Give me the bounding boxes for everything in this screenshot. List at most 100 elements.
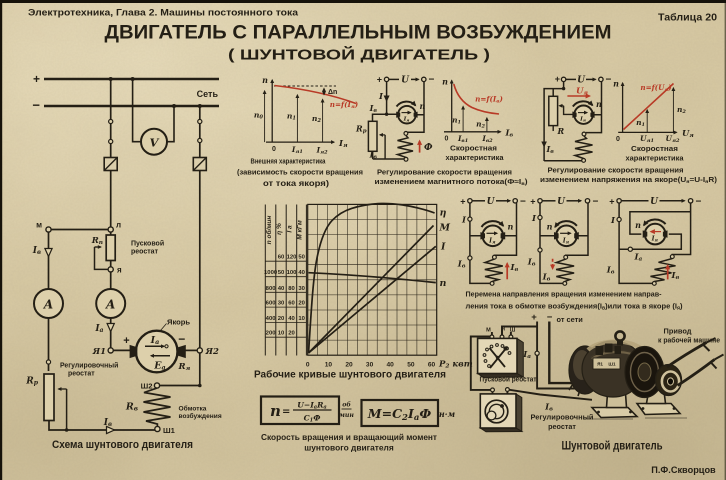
- label-Iya-inner: Iя: [651, 236, 659, 243]
- field-winding-slanted: [650, 257, 676, 283]
- junction-dot: [384, 112, 389, 116]
- node-Sh2: [153, 382, 161, 389]
- reversal-caption-2: ления тока в обмотке возбуждения(Iв)или …: [466, 301, 683, 311]
- terminal: [489, 280, 495, 286]
- signature: П.Ф.Скворцов: [651, 465, 716, 475]
- title-1: Скоростная: [450, 144, 497, 153]
- connector: [467, 255, 473, 261]
- voltmeter-label: V: [150, 136, 160, 150]
- label-Iv-red: Iв: [510, 263, 519, 273]
- label-Iv-red: Iв: [671, 271, 680, 281]
- field-winding: [572, 135, 593, 160]
- connector: [627, 246, 634, 252]
- tick-Uya1: Uя1: [640, 134, 654, 144]
- scale-tick: 120: [287, 255, 298, 261]
- terminal: [669, 254, 675, 260]
- curve-n-f-Uya: [622, 82, 675, 131]
- current-arrow-Ia: [106, 322, 116, 333]
- wires: [372, 134, 404, 160]
- mains-plus: +: [531, 312, 537, 323]
- label-Rv: Rв: [125, 402, 138, 413]
- terminal: [560, 76, 567, 83]
- label-U: U: [401, 76, 410, 86]
- fuse-icon: [192, 156, 208, 172]
- scale-header-M: М кГм: [297, 220, 304, 240]
- speed-characteristic-voltage: n Uя 0 n=f(Uя) n1 n2 Uя1 Uя2 Скоростная …: [613, 79, 694, 163]
- origin: 0: [616, 136, 620, 143]
- x-tick: 40: [387, 362, 395, 369]
- rheostat: [367, 120, 378, 153]
- x-tick: 30: [366, 362, 374, 369]
- connector: [616, 216, 622, 223]
- term-plus: +: [530, 196, 535, 206]
- formulas-caption-2: шунтового двигателя: [304, 443, 394, 453]
- units-nm: н·м: [439, 409, 456, 419]
- term-plus: +: [377, 75, 382, 85]
- label-n1: n1: [452, 116, 461, 126]
- x-axis-label: Iв: [505, 128, 514, 139]
- x-tick: 60: [428, 362, 436, 369]
- terminal: [383, 76, 390, 83]
- formulas: n = U−IаRа С1Ф об мин М=С2IаФ н·м Скорос…: [259, 395, 456, 453]
- pictorial-caption: Шунтовой двигатель: [562, 439, 663, 453]
- label-Iya-inner: Iя: [488, 237, 496, 244]
- pulley: [660, 370, 681, 393]
- terminal-label-M: М: [486, 328, 491, 334]
- caption-3: от тока якоря): [263, 178, 329, 188]
- formula-M: М=С2IаФ: [367, 406, 432, 423]
- wires-plus: [618, 203, 683, 285]
- node-Ya1: [107, 347, 114, 354]
- x-tick: 10: [325, 362, 333, 369]
- tick-Uya2: Uя2: [666, 134, 680, 144]
- terminal: [687, 197, 694, 204]
- label-Ia: Iа: [94, 324, 103, 334]
- terminal-plate: [592, 357, 621, 370]
- curve-n-f-Iya: [274, 84, 357, 105]
- node-Ya2-label: Я2: [205, 347, 219, 357]
- node-Ya1-label: Я1: [92, 347, 106, 357]
- scale-tick: 40: [278, 286, 285, 292]
- y-axis-label: n: [613, 79, 619, 89]
- connector: [107, 118, 114, 125]
- armature-label: Якорь: [167, 318, 190, 327]
- armature: Iа Еа: [129, 329, 186, 374]
- node-m-label: м: [36, 221, 42, 230]
- mains-minus: −: [547, 312, 553, 323]
- curve-M: [307, 224, 435, 354]
- scale-tick: 60: [288, 301, 295, 307]
- curve-n-f-Iv: [453, 83, 500, 115]
- starter-label-1: Пусковой: [131, 240, 164, 248]
- connector: [197, 118, 203, 125]
- bus-minus-label: −: [32, 98, 40, 113]
- flux-caption-1: Регулирование скорости вращения: [377, 168, 512, 177]
- label-Rp: Rп: [91, 236, 103, 246]
- working-curves-chart: n об/мин η % I a М кГм 1000 800 600 400 …: [254, 202, 473, 381]
- title-2: характеристика: [446, 153, 505, 162]
- label-n1: n1: [636, 118, 645, 128]
- scale-tick: 200: [266, 331, 277, 337]
- label-Iya-inner: Iя: [579, 117, 586, 123]
- curve-label-I: I: [440, 242, 446, 253]
- scale-tick: 40: [288, 316, 295, 322]
- curve-label-eta: η: [440, 208, 447, 219]
- field-label-2: возбуждения: [179, 412, 222, 420]
- units-ob: об: [342, 402, 351, 409]
- origin: 0: [272, 146, 276, 153]
- label-Rya: Rя: [178, 362, 191, 372]
- wires: [543, 81, 565, 161]
- label-phi: Ф: [424, 143, 433, 153]
- terminal: [651, 280, 657, 286]
- label-Rr: Rр: [25, 377, 38, 387]
- terminal: [584, 197, 591, 204]
- label-Ia: Iа: [634, 253, 643, 263]
- terminal-label-Sh: Ш: [510, 328, 516, 334]
- node-Sh1: [154, 425, 161, 433]
- brush-minus: −: [178, 332, 185, 346]
- label-U: U: [557, 197, 566, 207]
- label-Iv: Iв: [546, 144, 555, 155]
- node-l-label: л: [116, 221, 121, 230]
- scale-header-n: n об/мин: [265, 216, 273, 245]
- reversal-circuit-field: + U − I Iв Iв Iя n: [457, 196, 526, 286]
